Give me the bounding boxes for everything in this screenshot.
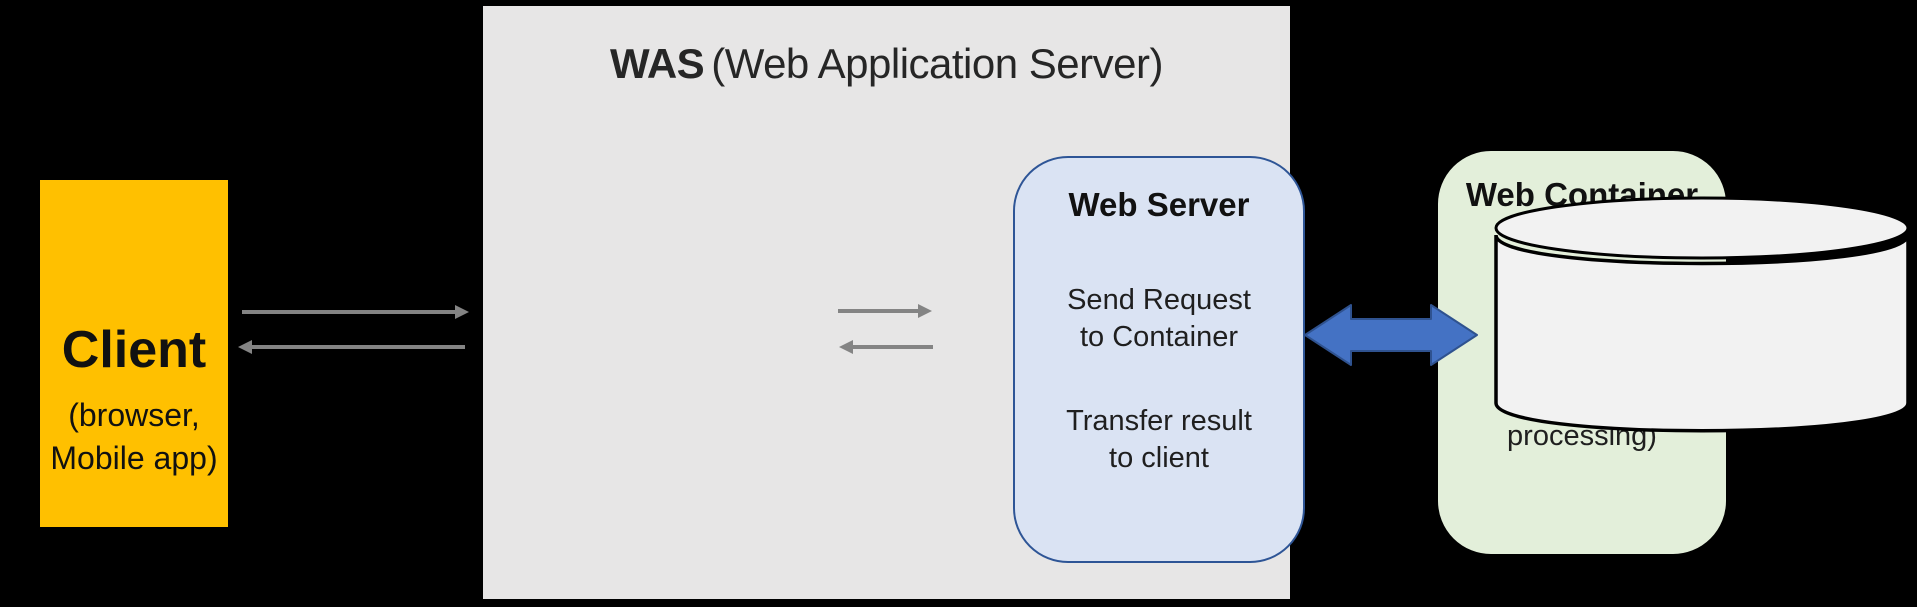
web-server-text-send-request: Send Request to Container	[1067, 284, 1251, 353]
web-server-title: Web Server	[1068, 186, 1250, 223]
was-title-expansion: (Web Application Server)	[711, 40, 1163, 87]
was-panel-title: WAS(Web Application Server)	[483, 40, 1290, 88]
was-title-acronym: WAS	[610, 40, 705, 87]
web-server-box: Web Server Send Request to Container Tra…	[1013, 156, 1305, 563]
was-database-double-arrow-icon	[1304, 304, 1478, 366]
client-title: Client	[61, 321, 207, 379]
client-box: Client (browser, Mobile app)	[40, 180, 228, 527]
client-subtitle: (browser, Mobile app)	[50, 397, 218, 476]
web-server-text-transfer-result: Transfer result to client	[1066, 405, 1252, 474]
database-cylinder-icon	[1494, 196, 1910, 433]
